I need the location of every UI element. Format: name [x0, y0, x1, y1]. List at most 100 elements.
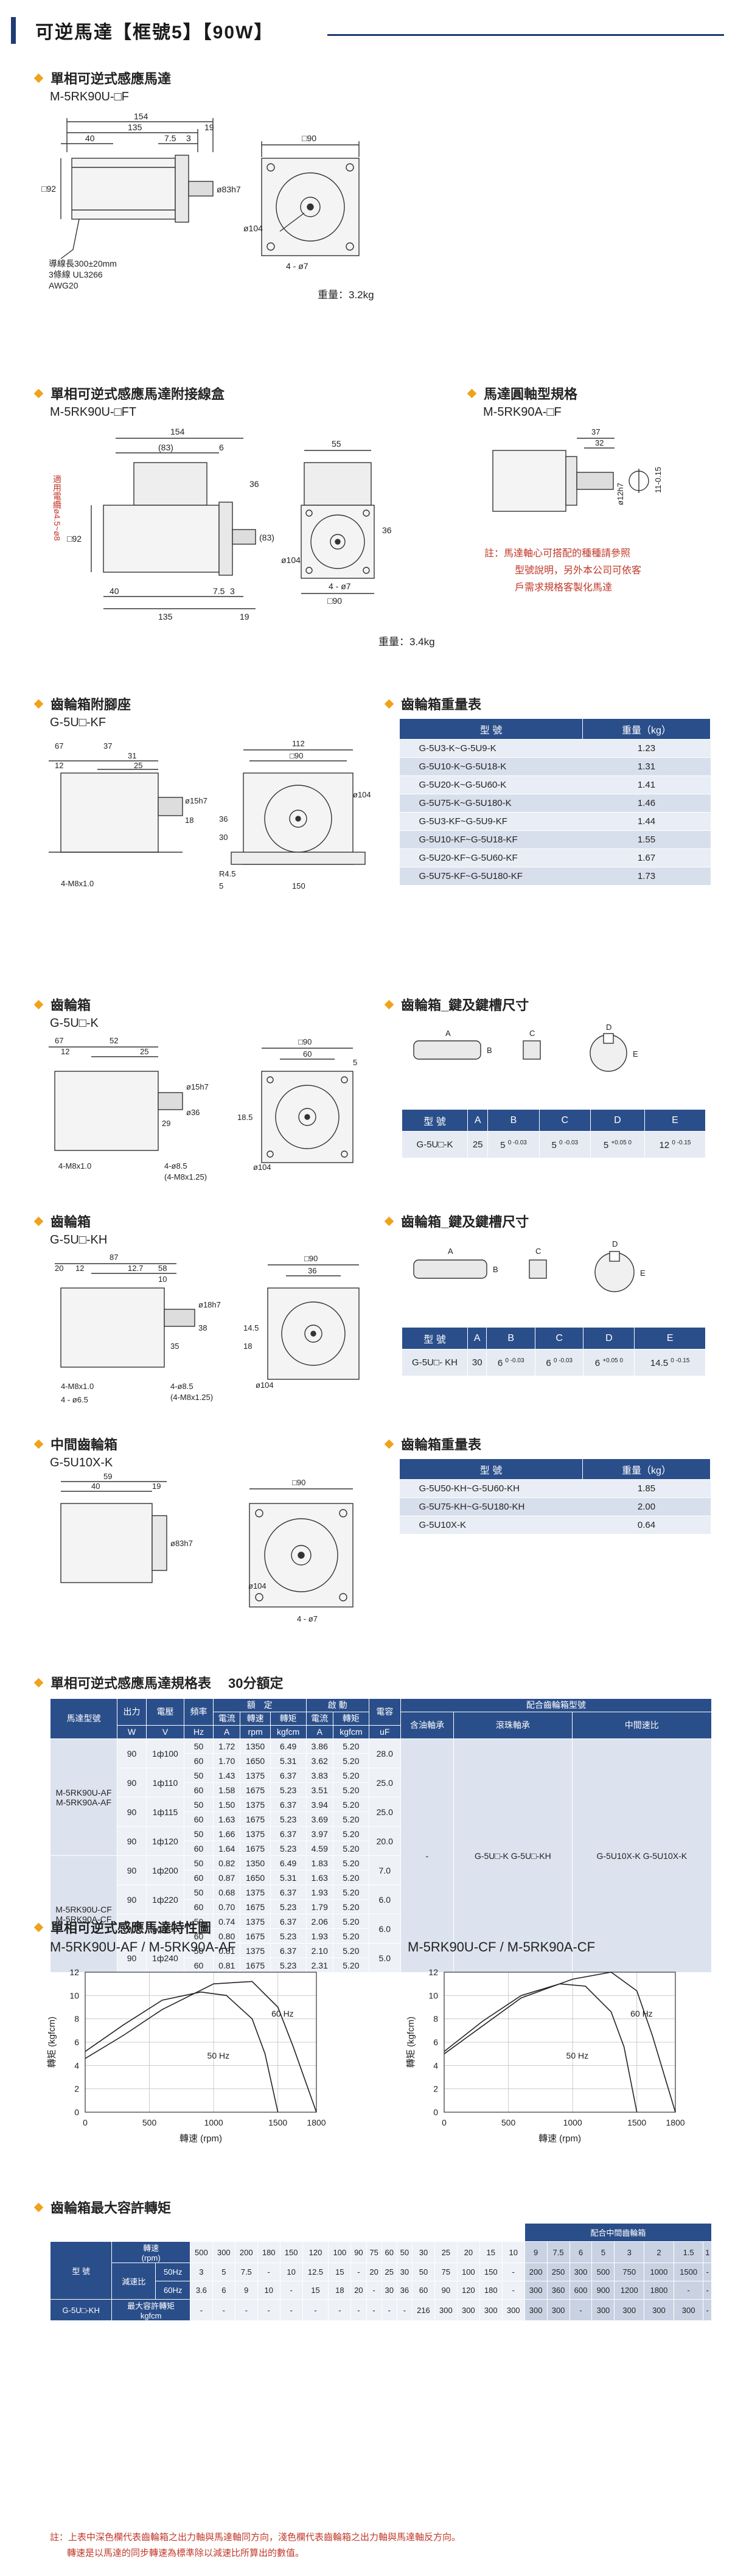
dim-text: ø15h7: [185, 796, 207, 805]
bullet-icon: [33, 1922, 44, 1932]
dim-text: 4 - ø7: [286, 261, 308, 271]
dim-text: 67: [55, 1036, 63, 1045]
key1-title: 齒輪箱_鍵及鍵槽尺寸: [384, 995, 529, 1014]
dim-text: (4-M8x1.25): [170, 1393, 213, 1402]
dim-text: 25: [134, 761, 142, 770]
dim-text: 154: [170, 427, 185, 436]
dim-text: 4-ø8.5: [164, 1161, 187, 1171]
cable-note: 適用電纜ø4.5~ø8: [52, 474, 62, 541]
sec7-model: G-5U10X-K: [50, 1456, 113, 1469]
dim-text: 12: [55, 761, 63, 770]
sec5-model: G-5U□-K: [50, 1017, 99, 1030]
dim-text: 135: [128, 122, 142, 132]
dim-text: 31: [128, 751, 136, 760]
x-axis-label: 轉速 (rpm): [179, 2133, 222, 2144]
dim-text: 154: [134, 111, 148, 121]
bullet-icon: [33, 388, 44, 398]
dim-text: 150: [292, 881, 305, 891]
dim-text: □90: [292, 1478, 305, 1487]
sec1-title: 單相可逆式感應馬達: [33, 68, 171, 88]
dim-text: 12.7: [128, 1264, 143, 1273]
dim-text: 12: [75, 1264, 84, 1273]
sec2-title: 單相可逆式感應馬達附接線盒: [33, 383, 225, 403]
dim-text: 40: [110, 586, 119, 596]
dim-text: A: [448, 1247, 453, 1256]
dim-text: ø104: [281, 555, 301, 565]
series-line: [85, 1981, 317, 2113]
dim-text: R4.5: [219, 869, 235, 878]
series-label: 50 Hz: [207, 2051, 230, 2060]
sec4-model: G-5U□-KF: [50, 716, 106, 729]
bullet-icon: [384, 699, 394, 709]
dim-text: 19: [152, 1482, 161, 1491]
x-tick-label: 500: [501, 2118, 516, 2127]
sec3-model: M-5RK90A-□F: [483, 405, 562, 419]
key1-drawing: A B C D E: [413, 1023, 638, 1072]
dim-text: 導線長300±20mm: [49, 259, 117, 268]
dim-text: 87: [110, 1253, 118, 1262]
sec5-title: 齒輪箱: [33, 995, 91, 1014]
gearbox-kh-drawing: 87 20 12 12.7 58 10 ø18h7 38 35 4-M8x1.0…: [55, 1253, 360, 1404]
dim-text: (83): [158, 443, 173, 452]
dim-text: 67: [55, 741, 63, 751]
dim-text: 7.5: [213, 586, 225, 596]
series-label: 60 Hz: [271, 2009, 294, 2018]
dim-text: B: [487, 1046, 492, 1055]
bullet-icon: [33, 999, 44, 1009]
y-tick-label: 0: [74, 2107, 79, 2117]
header-accent-bar: [11, 17, 16, 44]
shaft-drawing: 37 32 ø12h7 11-0.15: [492, 427, 663, 512]
dim-text: 4-M8x1.0: [58, 1161, 91, 1171]
dim-text: □92: [41, 184, 56, 194]
dim-text: 11-0.15: [653, 467, 663, 493]
dim-text: ø18h7: [198, 1300, 221, 1309]
dim-text: C: [529, 1029, 535, 1038]
dim-text: 4-M8x1.0: [61, 879, 94, 888]
dim-text: D: [606, 1023, 611, 1032]
motor-drawing-1: 154 135 19 40 7.5 3 □92 ø83h7 □90 ø104 4…: [41, 111, 360, 290]
y-tick-label: 10: [428, 1990, 438, 2000]
key2-drawing: A B C D E: [413, 1239, 646, 1292]
sec2-weight: 重量：3.4kg: [378, 636, 435, 648]
series-line: [444, 1983, 638, 2113]
sec3-title: 馬達圓軸型規格: [467, 383, 577, 403]
dim-text: 36: [219, 814, 228, 824]
dim-text: 55: [332, 439, 341, 449]
bullet-icon: [33, 73, 44, 83]
motor-drawing-2: 154 (83) 6 36 □92 (83) 40 7.5 3 135 19 5…: [52, 427, 392, 621]
dim-text: 30: [219, 833, 228, 842]
y-tick-label: 8: [433, 2014, 438, 2024]
dim-text: 36: [249, 479, 259, 489]
dim-text: □90: [302, 133, 316, 143]
dim-text: 5: [219, 881, 223, 891]
dim-text: 18: [185, 816, 193, 825]
sec7-title: 中間齒輪箱: [33, 1434, 117, 1454]
y-axis-label: 轉矩 (kgfcm): [47, 2017, 57, 2068]
bullet-icon: [384, 999, 394, 1009]
y-tick-label: 6: [433, 2037, 438, 2047]
x-tick-label: 1500: [627, 2118, 646, 2127]
dim-text: 135: [158, 612, 173, 621]
sec6-title: 齒輪箱: [33, 1211, 91, 1231]
dim-text: ø15h7: [186, 1082, 209, 1091]
y-tick-label: 2: [433, 2084, 438, 2094]
